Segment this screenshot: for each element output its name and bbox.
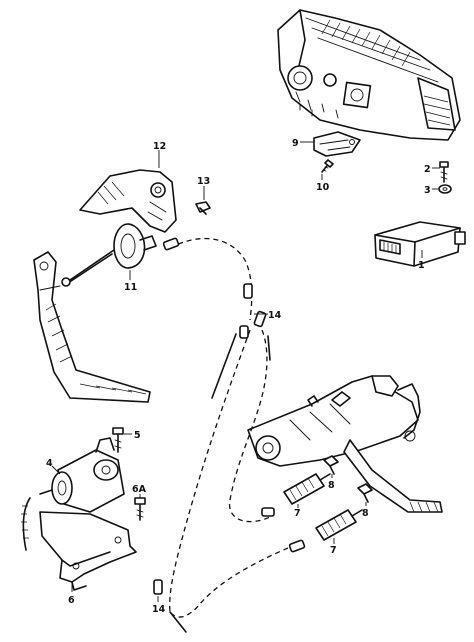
callout-9: 9 (292, 138, 299, 149)
vacuum-hose-part-14: 14 14 (152, 237, 306, 633)
callout-7-upper: 7 (294, 508, 301, 519)
callout-14-lower: 14 (152, 604, 166, 615)
bracket-part-6: 6 (39, 511, 137, 606)
instrument-cluster (277, 9, 461, 141)
callout-5: 5 (134, 430, 141, 441)
callout-2: 2 (424, 164, 431, 175)
clip-part-8-upper: 8 (323, 455, 339, 491)
callout-10: 10 (316, 182, 330, 193)
callout-12: 12 (153, 141, 166, 152)
pedal-bracket-assembly (247, 375, 443, 513)
callout-11: 11 (124, 282, 137, 293)
callout-7-lower: 7 (330, 545, 337, 556)
screw-part-5: 5 (112, 427, 141, 453)
callout-3: 3 (424, 185, 431, 196)
vacuum-pump-part-4: 4 (21, 437, 125, 551)
clip-part-13: 13 (195, 176, 211, 215)
callout-6: 6 (68, 595, 75, 606)
screw-part-10: 10 (316, 159, 334, 193)
screw-part-2: 2 (424, 161, 449, 183)
bracket-part-9: 9 (292, 131, 361, 157)
callout-13: 13 (197, 176, 210, 187)
callout-6a: 6A (132, 484, 147, 495)
clip-part-8-lower: 8 (357, 483, 373, 519)
mounting-bracket-part-12: 12 (79, 141, 177, 233)
callout-1: 1 (418, 260, 425, 271)
accelerator-pedal (33, 251, 151, 403)
callout-8-upper: 8 (328, 480, 335, 491)
vacuum-unit-part-11: 11 (61, 223, 157, 293)
screw-part-6a: 6A (132, 484, 147, 521)
control-unit-part-1: 1 (374, 221, 466, 271)
switch-part-7-lower: 7 (315, 509, 363, 556)
callout-4: 4 (46, 458, 53, 469)
callout-8-lower: 8 (362, 508, 369, 519)
switch-part-7-upper: 7 (283, 473, 331, 519)
washer-part-3: 3 (424, 184, 452, 196)
callout-14-upper: 14 (268, 310, 282, 321)
